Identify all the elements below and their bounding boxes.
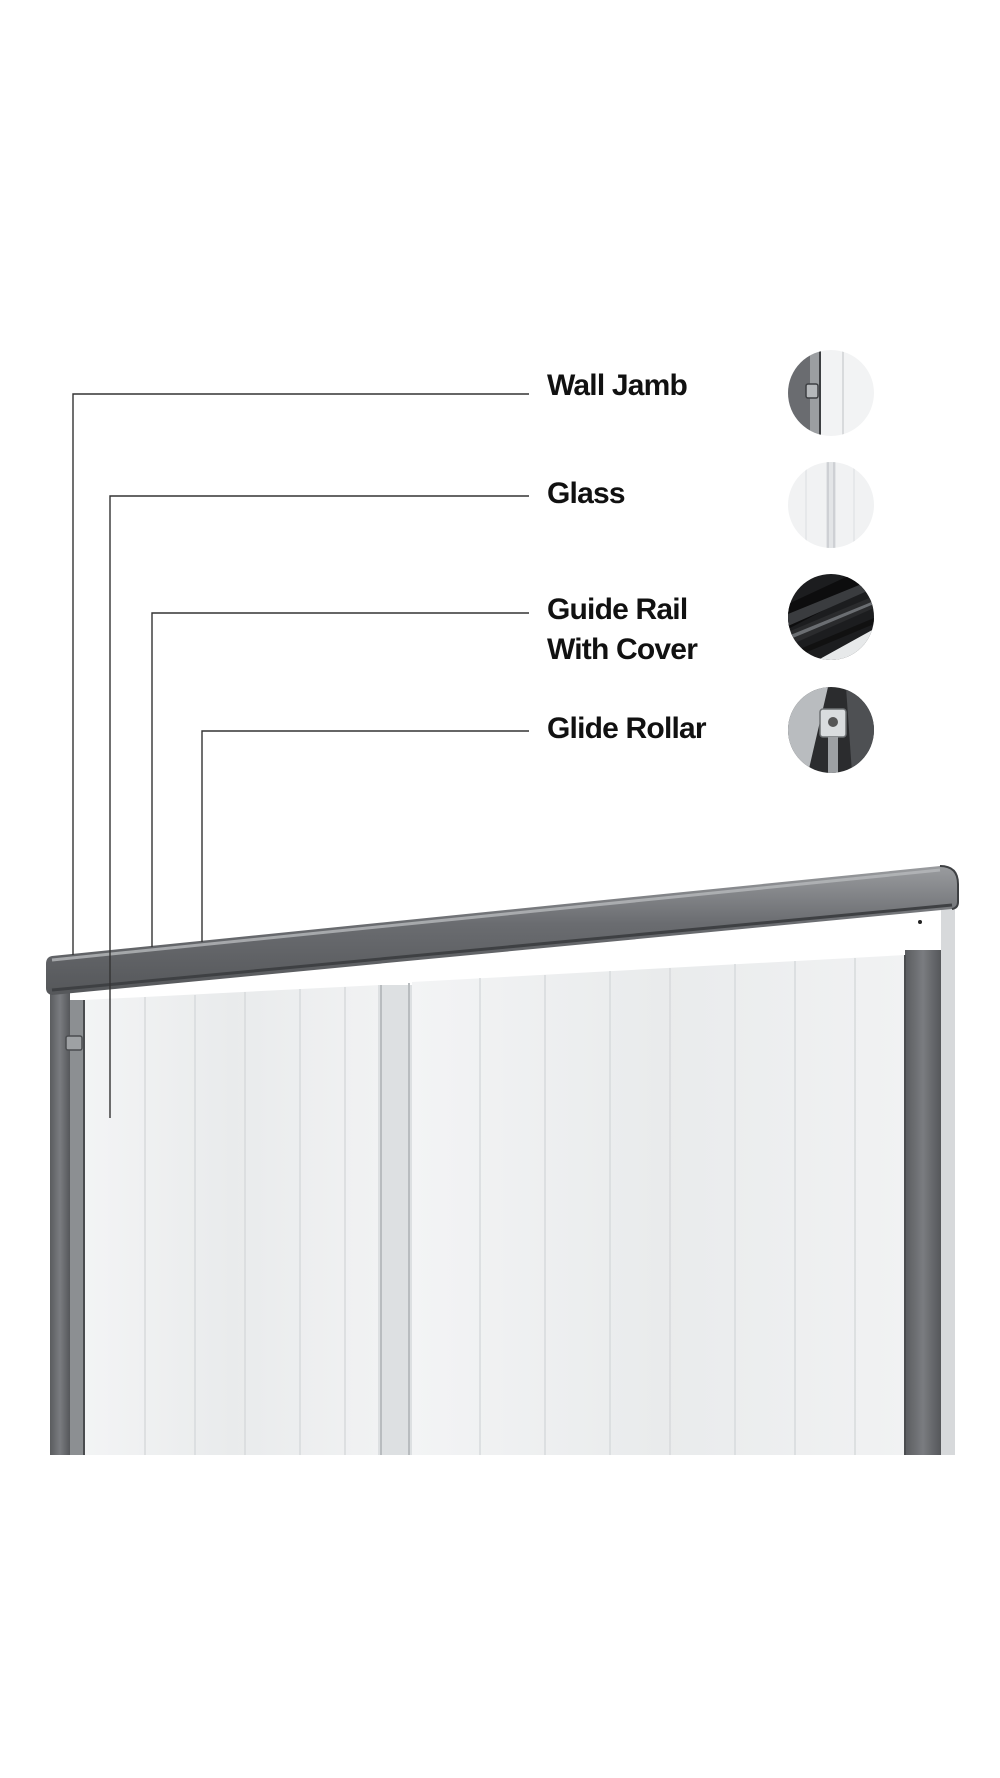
leader-line-glide-roller (201, 730, 529, 942)
label-guide-rail-line2: With Cover (547, 633, 698, 666)
label-glide-roller: Glide Rollar (547, 712, 707, 745)
meeting-stile (378, 985, 412, 1455)
label-glass: Glass (547, 477, 626, 510)
leader-line-guide-rail (151, 612, 529, 947)
wall-jamb-closeup-icon (788, 350, 874, 436)
glass-panel-left (84, 985, 380, 1455)
leader-line-wall-jamb (72, 393, 529, 955)
leader-lines (72, 393, 529, 1118)
label-guide-rail: Guide Rail With Cover (547, 590, 698, 670)
glass-panel-right (412, 955, 905, 1455)
right-post (904, 900, 955, 1455)
leader-line-glass (109, 495, 529, 1118)
wall-jamb-post (50, 990, 85, 1455)
top-guide-rail (46, 865, 959, 995)
guide-rail-closeup-icon (788, 574, 874, 660)
label-guide-rail-line1: Guide Rail (547, 593, 688, 626)
glide-roller-closeup-icon (788, 687, 874, 773)
glass-closeup-icon (788, 462, 874, 548)
label-wall-jamb: Wall Jamb (547, 369, 688, 402)
jamb-bracket (65, 1035, 83, 1051)
glass-panels (84, 955, 905, 1455)
